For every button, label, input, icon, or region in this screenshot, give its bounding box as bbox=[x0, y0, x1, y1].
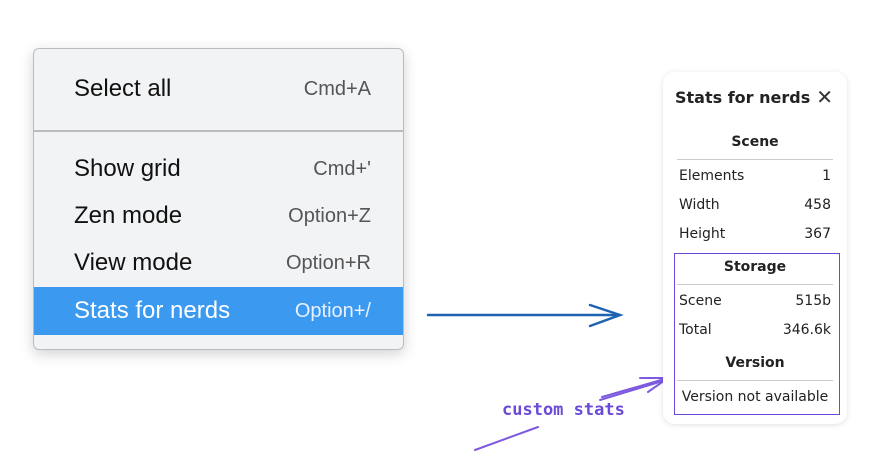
custom-stats-annotation: custom stats bbox=[502, 400, 625, 420]
scene-heading: Scene bbox=[731, 134, 779, 150]
stat-label: Elements bbox=[679, 168, 745, 184]
divider bbox=[677, 380, 833, 381]
custom-stats-highlight-box bbox=[674, 253, 840, 415]
stat-value: 515b bbox=[795, 293, 831, 309]
menu-item-shortcut: Option+R bbox=[285, 251, 371, 274]
divider bbox=[677, 284, 833, 285]
stat-row: Elements 1 bbox=[679, 168, 831, 184]
arrow-right-icon bbox=[426, 303, 624, 328]
menu-item-view-mode[interactable]: View mode Option+R bbox=[34, 240, 403, 286]
storage-heading: Storage bbox=[723, 259, 787, 275]
version-text: Version not available bbox=[681, 389, 829, 405]
stat-row: Total 346.6k bbox=[679, 322, 831, 338]
menu-item-label: Show grid bbox=[74, 155, 181, 182]
menu-item-label: Select all bbox=[74, 75, 172, 102]
stat-row: Scene 515b bbox=[679, 293, 831, 309]
stat-value: 1 bbox=[822, 168, 831, 184]
menu-separator bbox=[34, 130, 403, 132]
stat-label: Total bbox=[679, 322, 712, 338]
menu-item-label: View mode bbox=[74, 249, 193, 276]
version-heading: Version bbox=[725, 355, 785, 371]
stat-label: Width bbox=[679, 197, 720, 213]
menu-item-shortcut: Option+Z bbox=[288, 204, 371, 227]
menu-item-shortcut: Option+/ bbox=[294, 299, 371, 322]
menu-item-show-grid[interactable]: Show grid Cmd+' bbox=[34, 146, 403, 192]
menu-item-shortcut: Cmd+' bbox=[313, 157, 371, 180]
divider bbox=[677, 159, 833, 160]
menu-item-zen-mode[interactable]: Zen mode Option+Z bbox=[34, 193, 403, 239]
stat-value: 367 bbox=[804, 226, 831, 242]
stat-row: Height 367 bbox=[679, 226, 831, 242]
close-icon[interactable]: ✕ bbox=[816, 85, 833, 109]
stat-label: Scene bbox=[679, 293, 722, 309]
stat-row: Width 458 bbox=[679, 197, 831, 213]
menu-item-stats-for-nerds[interactable]: Stats for nerds Option+/ bbox=[34, 287, 403, 335]
menu-item-label: Zen mode bbox=[74, 202, 183, 229]
menu-item-shortcut: Cmd+A bbox=[303, 77, 371, 100]
stat-value: 346.6k bbox=[782, 322, 831, 338]
stats-panel: Stats for nerds ✕ Scene Elements 1 Width 4… bbox=[663, 72, 847, 424]
menu-item-label: Stats for nerds bbox=[74, 297, 231, 324]
stat-label: Height bbox=[679, 226, 726, 242]
stat-value: 458 bbox=[804, 197, 831, 213]
panel-title: Stats for nerds bbox=[675, 88, 811, 107]
menu-item-select-all[interactable]: Select all Cmd+A bbox=[34, 66, 403, 112]
